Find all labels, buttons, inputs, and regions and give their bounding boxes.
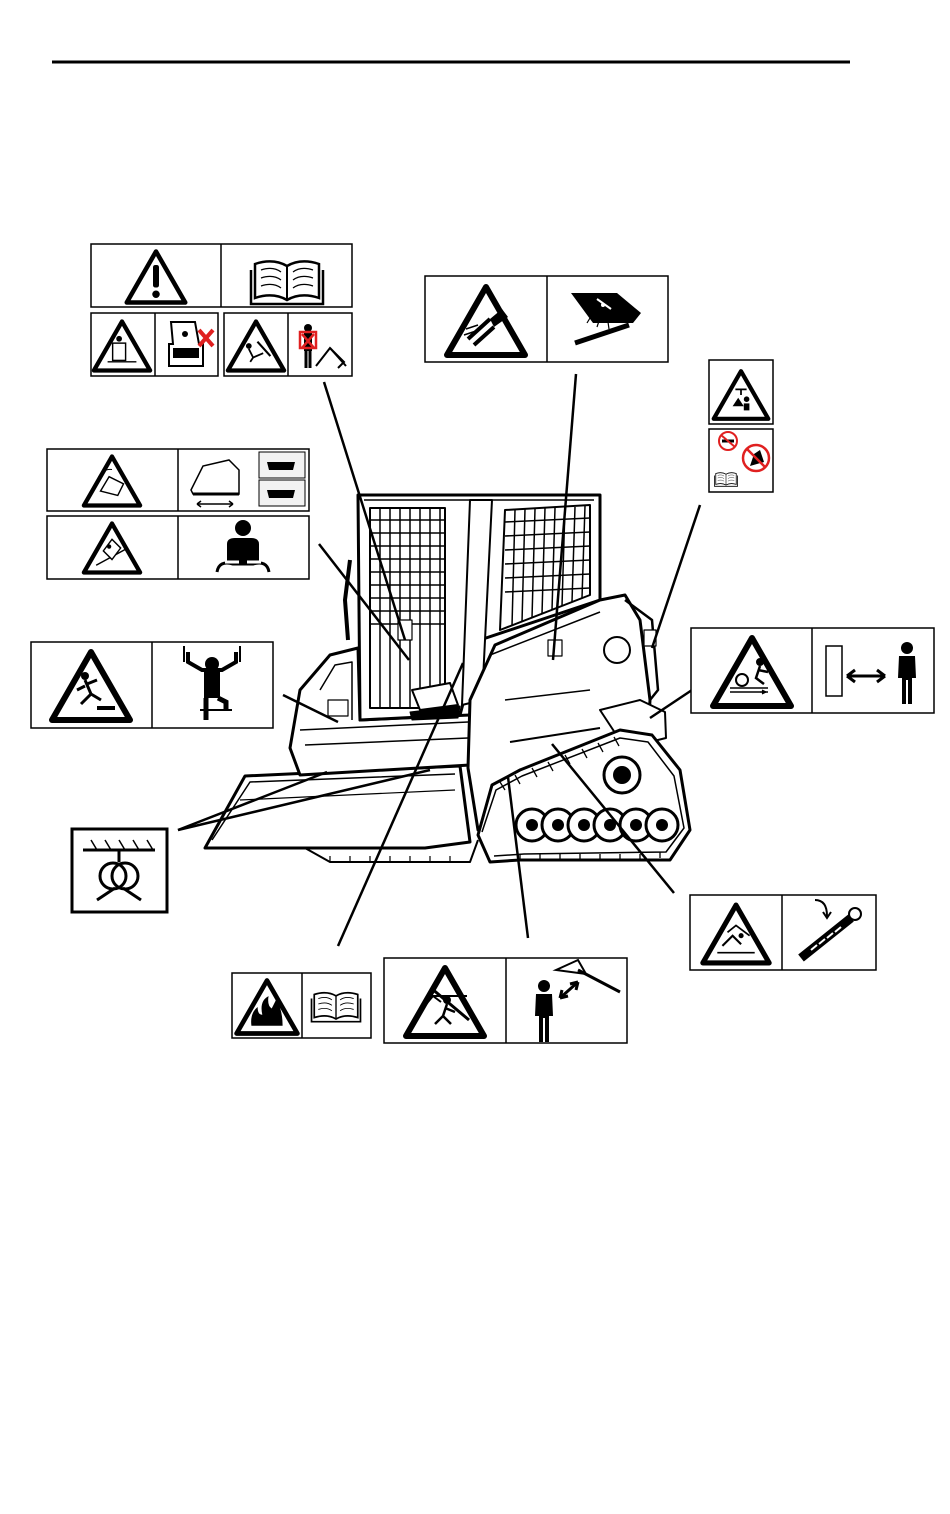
entanglement-decal — [691, 628, 934, 713]
tipover-seatbelt-decal — [47, 449, 309, 579]
read-manual-safety-decal — [91, 244, 352, 376]
lift-arm-crush-decal — [384, 958, 627, 1043]
high-pressure-fluid-decal — [425, 276, 668, 362]
hot-surface-decal — [709, 360, 773, 492]
no-smoking-icon — [743, 445, 769, 471]
no-open-flame-icon — [719, 432, 737, 450]
fall-hazard-decal — [31, 642, 273, 728]
tie-down-point-decal — [72, 829, 167, 912]
fire-hazard-decal — [232, 973, 371, 1038]
track-tension-decal — [690, 895, 876, 970]
